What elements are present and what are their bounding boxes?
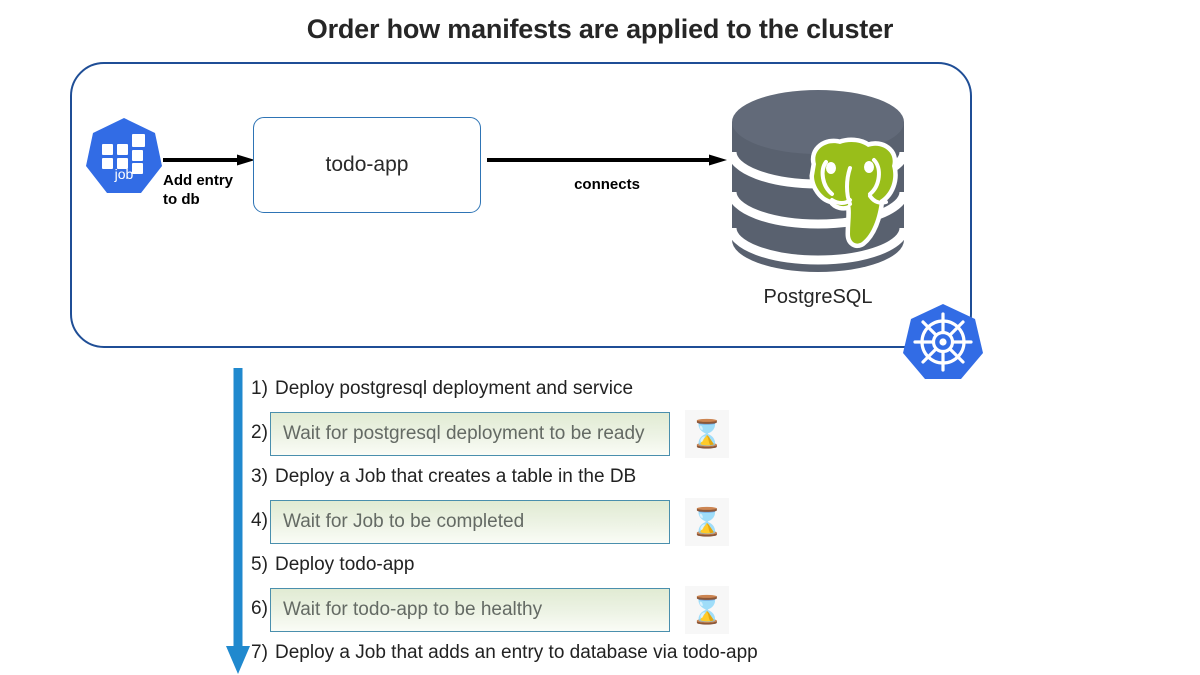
arrow-label-connects: connects xyxy=(574,176,640,193)
wait-box xyxy=(270,412,670,456)
step-number: 4) xyxy=(251,510,268,531)
list-item: 6) Wait for todo-app to be healthy ⌛ xyxy=(251,586,871,634)
hourglass-icon: ⌛ xyxy=(685,498,729,546)
step-label: Deploy postgresql deployment and service xyxy=(275,378,634,399)
job-icon-label: job xyxy=(114,166,134,182)
arrow-down-icon xyxy=(224,368,258,674)
list-item: 4) Wait for Job to be completed ⌛ xyxy=(251,498,871,546)
step-number: 5) xyxy=(251,554,268,575)
wait-box xyxy=(270,500,670,544)
arrow-right-icon-connects xyxy=(487,153,727,166)
step-number: 3) xyxy=(251,466,268,487)
list-item: 5) Deploy todo-app xyxy=(251,546,871,584)
kubernetes-wheel-icon xyxy=(903,303,983,381)
todo-app-box: todo-app xyxy=(253,117,481,213)
page-title: Order how manifests are applied to the c… xyxy=(306,14,894,44)
arrow-label-add-entry-line1: Add entry xyxy=(163,172,234,189)
list-item: 7) Deploy a Job that adds an entry to da… xyxy=(251,634,871,672)
step-label: Deploy a Job that creates a table in the… xyxy=(275,466,637,487)
step-label: Deploy a Job that adds an entry to datab… xyxy=(275,642,758,663)
step-number: 2) xyxy=(251,422,268,443)
hourglass-icon: ⌛ xyxy=(685,410,729,458)
postgresql-logo-icon xyxy=(718,82,918,282)
todo-app-box-label: todo-app xyxy=(325,153,409,176)
step-number: 1) xyxy=(251,378,268,399)
arrow-label-add-entry: Add entry to db xyxy=(163,172,263,210)
wait-box xyxy=(270,588,670,632)
arrow-right-icon-add-entry xyxy=(163,153,255,166)
hourglass-icon: ⌛ xyxy=(685,586,729,634)
step-number: 6) xyxy=(251,598,268,619)
list-item: 2) Wait for postgresql deployment to be … xyxy=(251,410,871,458)
kubernetes-job-icon: job xyxy=(85,117,163,197)
list-item: 1) Deploy postgresql deployment and serv… xyxy=(251,370,871,408)
step-number: 7) xyxy=(251,642,268,663)
arrow-label-add-entry-line2: to db xyxy=(163,190,200,208)
step-label: Wait for Job to be completed xyxy=(283,511,525,532)
postgresql-label: PostgreSQL xyxy=(763,286,873,308)
step-label: Deploy todo-app xyxy=(275,554,415,575)
list-item: 3) Deploy a Job that creates a table in … xyxy=(251,458,871,496)
step-label: Wait for todo-app to be healthy xyxy=(283,599,543,620)
step-label: Wait for postgresql deployment to be rea… xyxy=(283,423,645,444)
steps-list: 1) Deploy postgresql deployment and serv… xyxy=(251,370,871,672)
